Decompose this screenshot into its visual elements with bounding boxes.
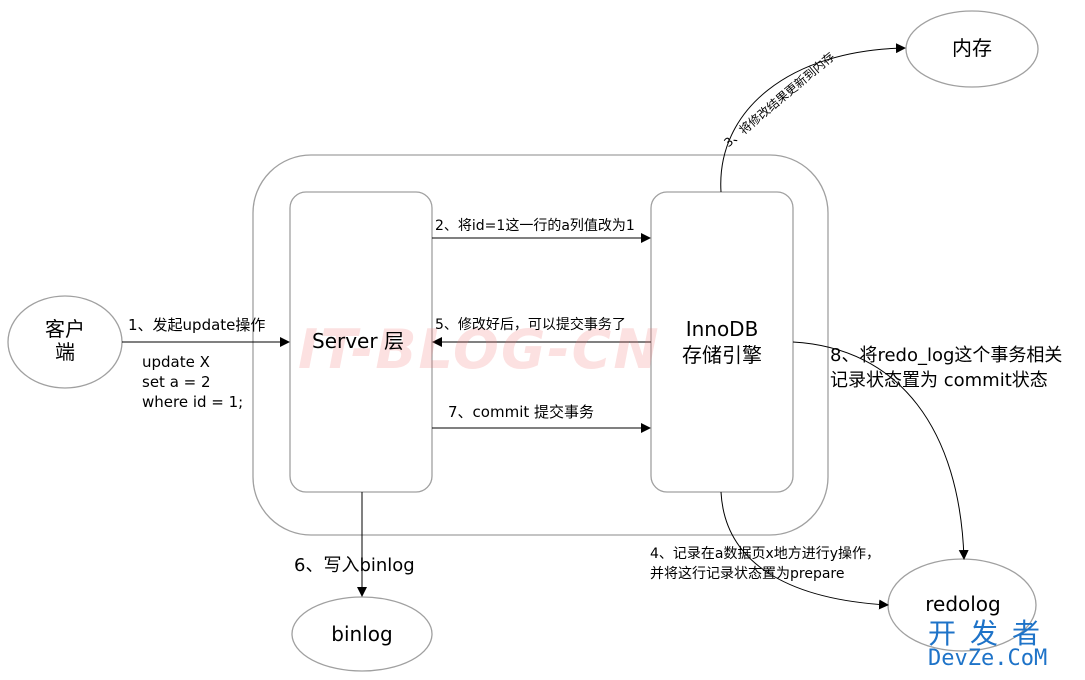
innodb-label-line2: 存储引擎 (682, 343, 762, 367)
edge-8-label-line2: 记录状态置为 commit状态 (830, 370, 1048, 391)
sql-line-2: set a = 2 (142, 373, 211, 391)
arrow-3 (720, 43, 906, 193)
memory-label: 内存 (952, 36, 992, 60)
edge-4-label-line1: 4、记录在a数据页x地方进行y操作， (650, 546, 881, 562)
edge-6-label: 6、写入binlog (294, 555, 415, 576)
sql-statement: update X set a = 2 where id = 1; (142, 352, 243, 412)
sql-line-1: update X (142, 353, 210, 371)
server-label: Server 层 (312, 329, 404, 353)
edge-8-label-line1: 8、将redo_log这个事务相关 (830, 345, 1063, 366)
edge-5-label: 5、修改好后，可以提交事务了 (435, 317, 626, 333)
arrow-8 (792, 341, 969, 560)
redolog-label: redolog (925, 592, 1001, 616)
arrow-4 (720, 491, 889, 610)
edge-4-label-line2: 并将这行记录状态置为prepare (650, 566, 845, 582)
edge-2-label: 2、将id=1这一行的a列值改为1 (435, 218, 635, 234)
binlog-ellipse (291, 596, 433, 672)
site-logo-cn: 开发者 (928, 617, 1055, 650)
edge-1-label: 1、发起update操作 (128, 316, 266, 334)
site-logo-en: DevZe.CoM (928, 646, 1048, 671)
memory-ellipse (905, 10, 1039, 88)
innodb-box (650, 191, 794, 493)
watermark: IT-BLOG-CN (298, 318, 661, 381)
innodb-label-line1: InnoDB (685, 317, 759, 341)
client-label: 客户 端 (45, 317, 85, 364)
edge-7-label: 7、commit 提交事务 (448, 403, 595, 421)
sql-line-3: where id = 1; (142, 393, 244, 411)
binlog-label: binlog (331, 622, 393, 646)
